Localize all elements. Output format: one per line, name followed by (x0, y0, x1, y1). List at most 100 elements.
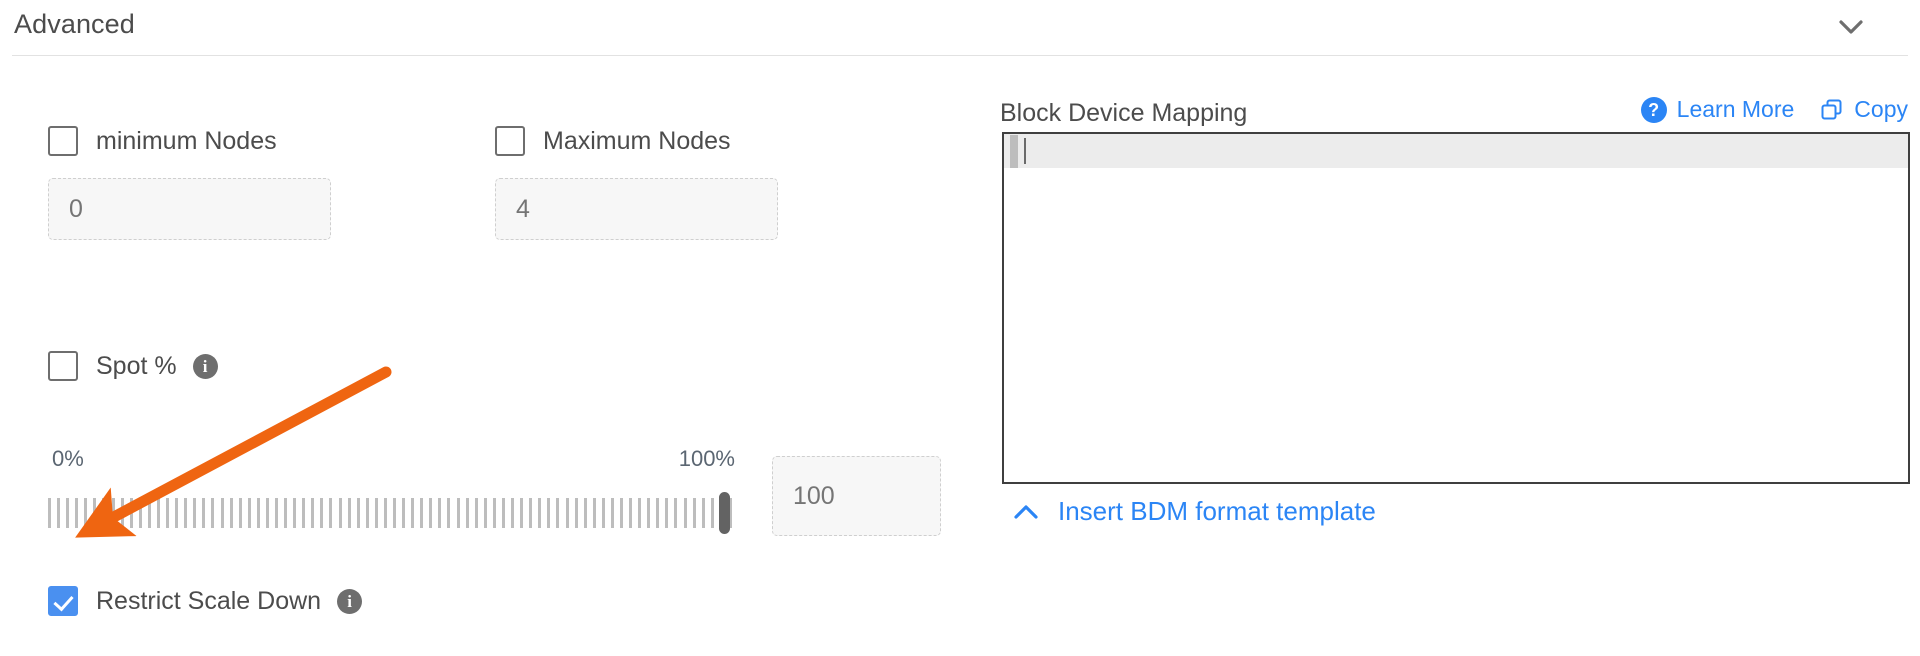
slider-tick (601, 498, 605, 528)
block-device-mapping-panel: Block Device Mapping ? Learn More Copy I… (1000, 56, 1920, 656)
slider-tick (610, 498, 614, 528)
spot-percent-row[interactable]: Spot % i (48, 351, 218, 381)
minimum-nodes-field: minimum Nodes (48, 126, 331, 240)
maximum-nodes-field: Maximum Nodes (495, 126, 778, 240)
slider-tick (193, 498, 197, 528)
slider-tick (120, 498, 124, 528)
restrict-scale-down-row[interactable]: Restrict Scale Down i (48, 586, 363, 616)
slider-tick (156, 498, 160, 528)
restrict-scale-down-info-icon[interactable]: i (337, 588, 363, 614)
slider-tick (329, 498, 333, 528)
slider-tick (520, 498, 524, 528)
slider-tick (411, 498, 415, 528)
minimum-nodes-checkbox[interactable] (48, 126, 78, 156)
maximum-nodes-row[interactable]: Maximum Nodes (495, 126, 778, 156)
slider-tick (629, 498, 633, 528)
slider-tick (57, 498, 61, 528)
slider-tick (474, 498, 478, 528)
slider-tick (456, 498, 460, 528)
slider-tick (683, 498, 687, 528)
maximum-nodes-input[interactable] (495, 178, 778, 240)
slider-tick (211, 498, 215, 528)
slider-tick (138, 498, 142, 528)
slider-tick (383, 498, 387, 528)
slider-tick (511, 498, 515, 528)
spot-percent-value-input[interactable] (772, 456, 941, 536)
insert-bdm-template-link[interactable]: Insert BDM format template (1012, 496, 1376, 527)
block-device-mapping-title: Block Device Mapping (1000, 99, 1248, 127)
editor-gutter-marker (1010, 135, 1018, 168)
restrict-scale-down-label: Restrict Scale Down (96, 586, 322, 615)
slider-tick (265, 498, 269, 528)
minimum-nodes-input[interactable] (48, 178, 331, 240)
slider-tick (656, 498, 660, 528)
slider-tick (438, 498, 442, 528)
slider-tick (574, 498, 578, 528)
slider-tick (393, 498, 396, 528)
spot-percent-slider-block: 0% 100% (48, 446, 748, 534)
slider-tick (447, 498, 451, 528)
slider-tick (293, 498, 297, 528)
maximum-nodes-label: Maximum Nodes (543, 126, 731, 155)
learn-more-label: Learn More (1676, 96, 1795, 122)
slider-tick (347, 498, 351, 528)
chevron-up-icon (1014, 504, 1038, 519)
slider-tick (556, 498, 560, 528)
restrict-scale-down-field: Restrict Scale Down i (48, 586, 363, 616)
advanced-section-header: Advanced (0, 0, 1920, 56)
slider-tick (129, 498, 133, 528)
slider-tick (311, 498, 315, 528)
copy-button[interactable]: Copy (1820, 96, 1908, 123)
slider-tick (483, 498, 487, 528)
slider-tick (220, 498, 224, 528)
spot-percent-slider[interactable] (48, 492, 738, 534)
slider-tick (166, 498, 170, 528)
slider-tick (547, 498, 551, 528)
copy-label: Copy (1854, 96, 1908, 122)
slider-tick (356, 498, 360, 528)
slider-tick (665, 498, 669, 528)
header-divider (12, 55, 1908, 56)
slider-tick (202, 498, 206, 528)
page-title: Advanced (14, 9, 135, 39)
slider-tick (592, 498, 596, 528)
spot-percent-field: Spot % i (48, 351, 218, 381)
spot-percent-checkbox[interactable] (48, 351, 78, 381)
copy-icon (1821, 99, 1842, 119)
slider-tick (429, 498, 433, 528)
slider-tick (538, 498, 542, 528)
slider-tick (402, 498, 406, 528)
slider-tick (583, 498, 587, 528)
slider-tick (647, 498, 651, 528)
slider-tick (184, 498, 188, 528)
slider-tick (529, 498, 533, 528)
editor-active-line (1004, 134, 1908, 168)
collapse-section-button[interactable] (1834, 12, 1868, 42)
maximum-nodes-checkbox[interactable] (495, 126, 525, 156)
learn-more-link[interactable]: ? Learn More (1640, 96, 1795, 123)
slider-tick (48, 498, 51, 528)
slider-tick (374, 498, 378, 528)
spot-percent-info-icon[interactable]: i (192, 353, 218, 379)
slider-tick (229, 498, 233, 528)
minimum-nodes-row[interactable]: minimum Nodes (48, 126, 331, 156)
slider-tick (111, 498, 115, 528)
slider-tick (710, 498, 714, 528)
block-device-mapping-editor[interactable] (1002, 132, 1910, 484)
slider-tick (701, 498, 705, 528)
slider-tick (565, 498, 569, 528)
slider-tick (256, 498, 260, 528)
insert-bdm-template-label: Insert BDM format template (1058, 496, 1376, 526)
slider-tick (75, 498, 79, 528)
slider-tick (274, 498, 278, 528)
slider-tick (320, 498, 324, 528)
editor-caret (1024, 138, 1026, 164)
slider-tick (501, 498, 505, 528)
slider-tick (84, 498, 88, 528)
slider-tick (302, 498, 306, 528)
block-device-mapping-actions: ? Learn More Copy (1640, 96, 1908, 123)
slider-min-label: 0% (52, 446, 84, 471)
slider-tick (102, 498, 106, 528)
restrict-scale-down-checkbox[interactable] (48, 586, 78, 616)
slider-thumb[interactable] (719, 492, 730, 534)
